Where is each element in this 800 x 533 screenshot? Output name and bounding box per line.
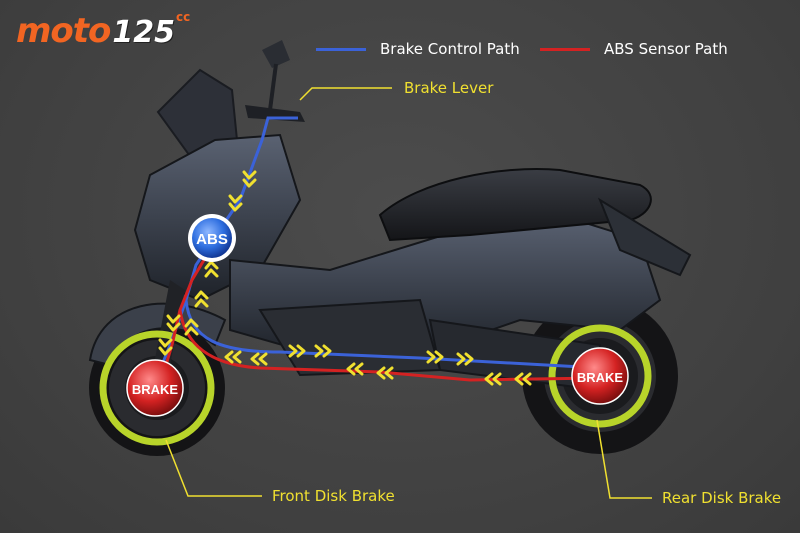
logo-number: 125 bbox=[112, 15, 176, 50]
legend-brake-control: Brake Control Path bbox=[316, 40, 520, 58]
front-brake-badge-label: BRAKE bbox=[132, 382, 179, 397]
front-disk-brake-label: Front Disk Brake bbox=[272, 487, 395, 505]
rear-disk-leader bbox=[596, 419, 652, 499]
brake-lever-label: Brake Lever bbox=[404, 79, 494, 97]
brake-control-path-rear bbox=[184, 299, 601, 370]
legend-abs-sensor: ABS Sensor Path bbox=[540, 40, 728, 58]
rear-wheel-ring bbox=[548, 324, 652, 428]
rear-brake-badge-label: BRAKE bbox=[577, 370, 624, 385]
legend-swatch-red bbox=[540, 47, 590, 51]
abs-badge-label: ABS bbox=[196, 231, 228, 248]
front-disk-leader bbox=[165, 439, 262, 497]
front-brake-badge: BRAKE bbox=[126, 359, 184, 417]
rear-brake-badge: BRAKE bbox=[571, 347, 629, 405]
brake-lever-leader bbox=[299, 87, 392, 101]
logo-word: moto bbox=[16, 11, 111, 51]
legend-label: ABS Sensor Path bbox=[604, 40, 728, 58]
flow-arrows bbox=[158, 170, 532, 386]
moto125-logo: moto 125 cc bbox=[16, 4, 190, 48]
logo-suffix: cc bbox=[176, 10, 191, 24]
legend-label: Brake Control Path bbox=[380, 40, 520, 58]
front-wheel-ring bbox=[99, 330, 215, 446]
abs-badge: ABS bbox=[188, 214, 236, 262]
rear-disk-brake-label: Rear Disk Brake bbox=[662, 489, 782, 507]
legend-swatch-blue bbox=[316, 47, 366, 51]
